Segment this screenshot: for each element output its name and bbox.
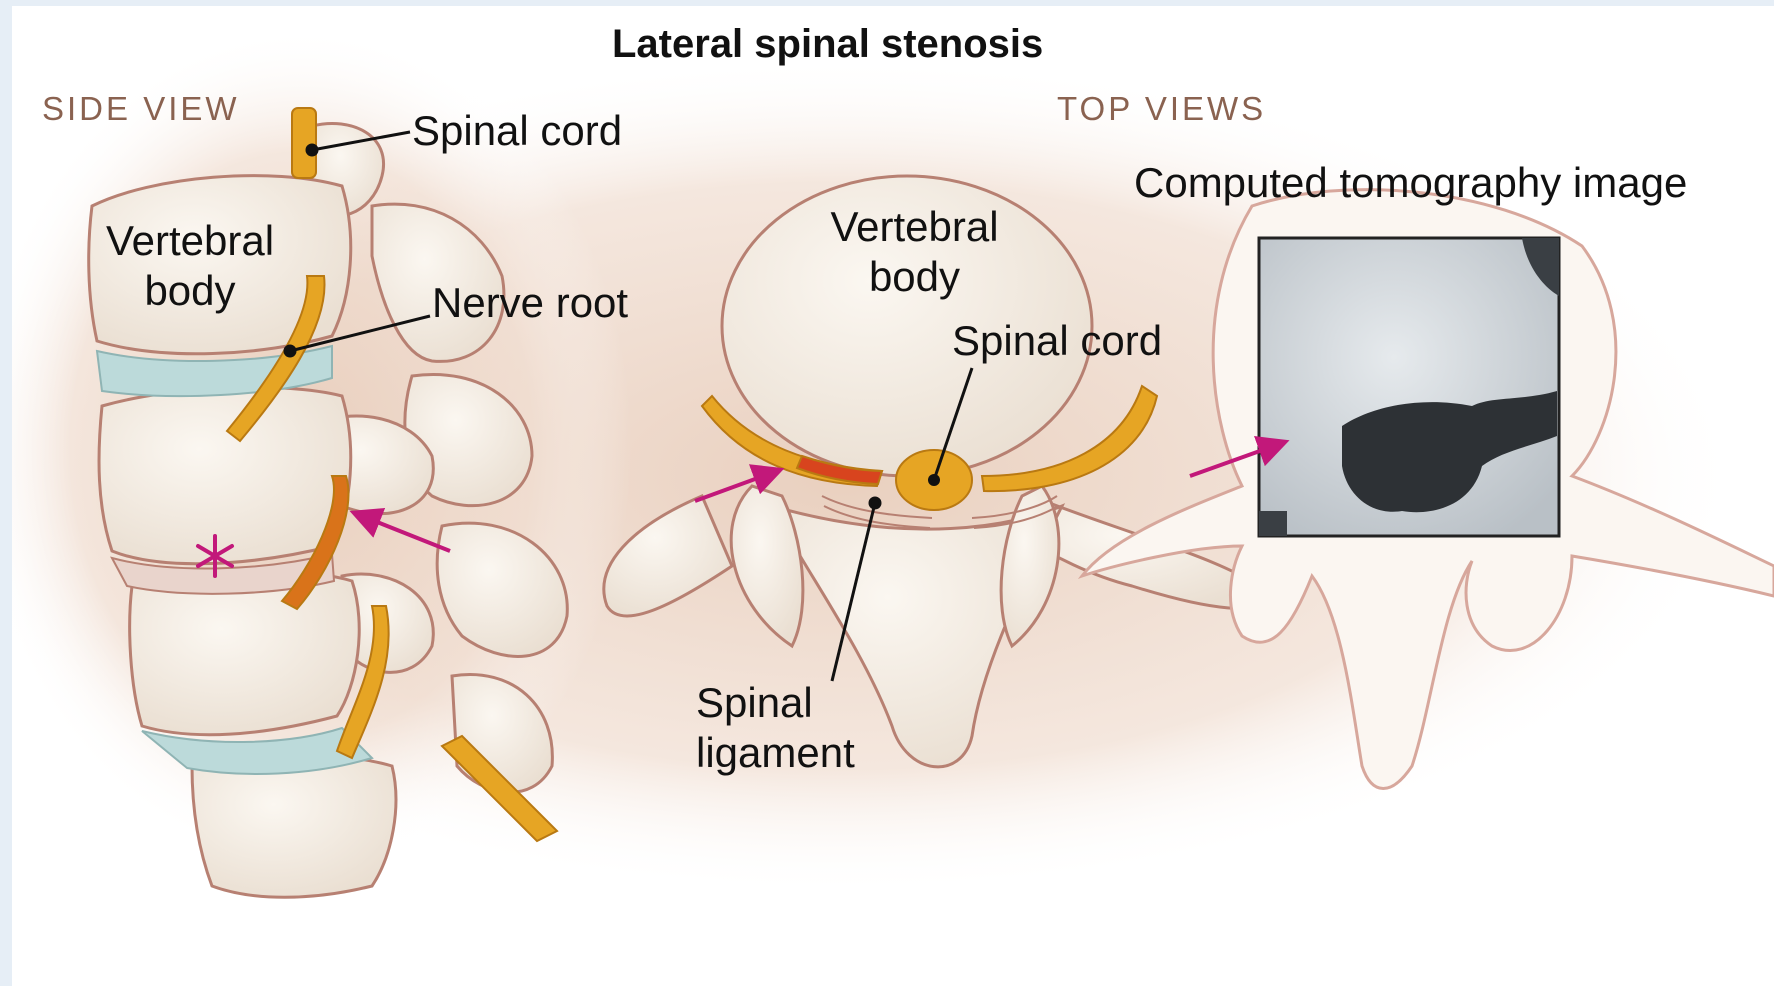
vertebral-body	[130, 572, 360, 735]
spinal-cord-side	[292, 108, 316, 178]
figure-title: Lateral spinal stenosis	[612, 22, 1043, 67]
illustration	[12, 6, 1774, 986]
side-vertebral-body-label: Vertebral body	[100, 216, 280, 316]
ct-dark-corner	[1259, 511, 1287, 536]
side-spinal-cord-label: Spinal cord	[412, 106, 622, 156]
side-nerve-root-label: Nerve root	[432, 278, 628, 328]
side-view-heading: SIDE VIEW	[42, 90, 240, 128]
vertebral-body	[99, 387, 351, 563]
top-spinal-ligament-label: Spinal ligament	[696, 678, 876, 778]
top-vertebral-body-label: Vertebral body	[817, 202, 1012, 302]
figure-panel: Lateral spinal stenosis SIDE VIEW TOP VI…	[12, 6, 1774, 986]
ct-image-label: Computed tomography image	[1134, 158, 1687, 208]
top-spinal-cord-label: Spinal cord	[952, 316, 1162, 366]
top-views-heading: TOP VIEWS	[1057, 90, 1266, 128]
ct-image	[1259, 238, 1559, 536]
vertebral-body	[192, 755, 396, 898]
